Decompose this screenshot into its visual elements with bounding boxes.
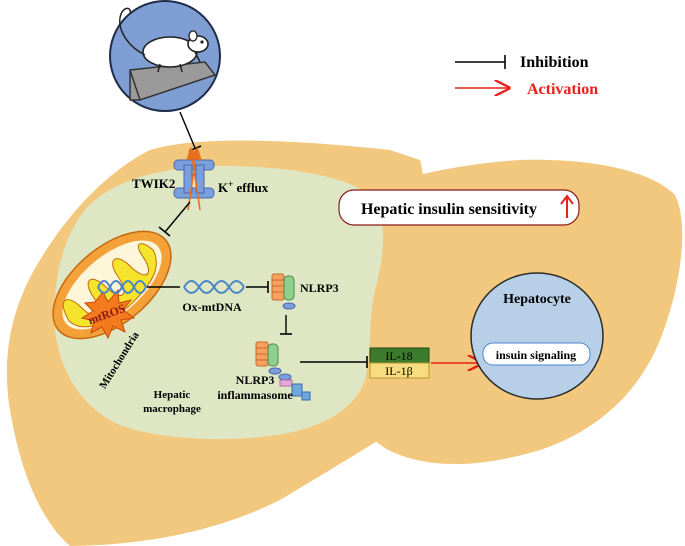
- nlrp3-label: NLRP3: [300, 281, 339, 295]
- insulin-sensitivity-label: Hepatic insulin sensitivity: [361, 201, 537, 218]
- macrophage-label-line1: Hepatic: [154, 389, 191, 401]
- insulin-signaling-label: insuin signaling: [496, 348, 576, 362]
- il18-label: IL-18: [385, 349, 412, 363]
- ox-mtdna-label: Ox-mtDNA: [182, 300, 242, 314]
- twik2-channel-icon: [173, 146, 215, 211]
- ox-mtdna-helix-icon: [183, 280, 245, 294]
- mtros-burst-icon: [80, 288, 136, 340]
- nlrp3-inflammasome-icon: [255, 341, 311, 401]
- mtdna-helix-icon: [97, 280, 147, 294]
- hepatocyte-cell: [470, 272, 604, 400]
- insulin-sensitivity-box: [338, 189, 580, 226]
- nlrp3-monomer-icon: [271, 273, 296, 310]
- twik2-label: TWIK2: [132, 176, 175, 191]
- legend-inhibition-label: Inhibition: [520, 54, 589, 71]
- inflammasome-label-line2: inflammasome: [217, 388, 293, 402]
- inflammasome-label-line1: NLRP3: [236, 373, 275, 387]
- k-efflux-label: K+ efflux: [218, 179, 269, 195]
- insulin-signaling-box: [482, 342, 591, 366]
- il1b-label: IL-1β: [385, 364, 412, 378]
- treadmill-icon: [129, 61, 217, 101]
- il1b-box: [369, 362, 430, 379]
- legend: Inhibition Activation: [455, 54, 598, 98]
- hepatocyte-label: Hepatocyte: [503, 292, 571, 307]
- up-arrow-icon: [560, 194, 574, 218]
- mouse-icon: [119, 7, 209, 73]
- legend-activation-label: Activation: [527, 81, 598, 98]
- macrophage-label-line2: macrophage: [143, 403, 201, 415]
